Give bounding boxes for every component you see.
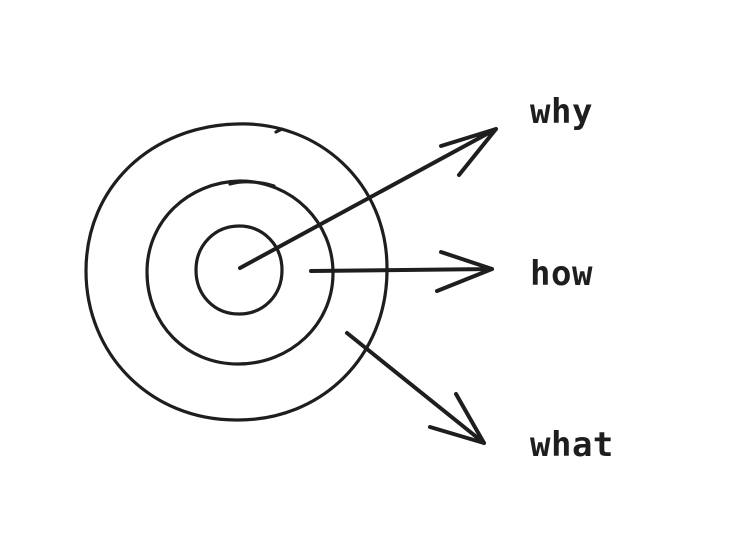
arrow-why [238,127,498,270]
arrow-what [345,331,486,445]
what-label: what [530,425,614,465]
middle-circle [145,179,335,366]
inner-circle [194,224,284,316]
arrow-how [309,250,494,293]
how-label: how [530,254,593,294]
why-label: why [530,92,593,132]
